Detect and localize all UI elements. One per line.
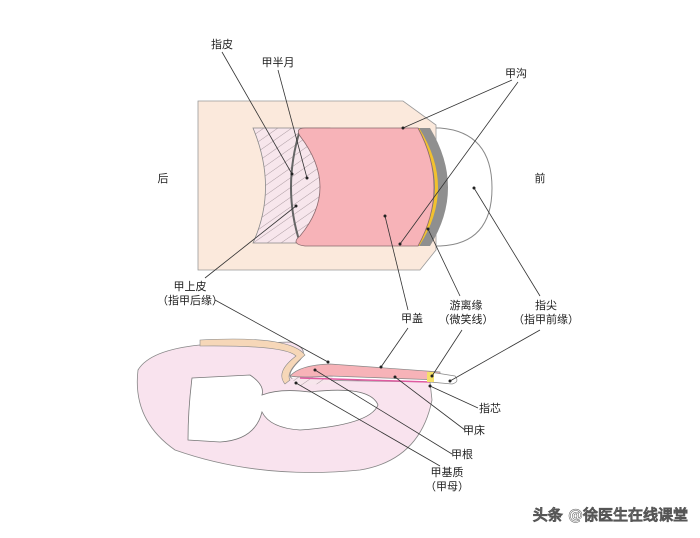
label-front: 前 [535,171,546,185]
label-back: 后 [158,172,169,185]
label-hyponychium: 指芯 [479,401,501,415]
label-nail-root: 甲根 [451,447,473,461]
yellow-edge [427,372,434,382]
nail-bed-line [299,377,431,383]
free-edge-yellow [416,128,438,246]
finger-top-view [197,100,493,271]
label-lunula: 甲半月 [262,55,295,69]
label-fingertip-note: （指甲前缘） [513,312,579,326]
label-nail-bed: 甲床 [463,423,485,437]
label-free-edge-note: （微笑线） [439,312,494,326]
label-nail-groove: 甲沟 [505,67,527,80]
label-fingertip: 指尖 [535,298,557,312]
label-matrix: 甲基质 [431,466,464,479]
skin-layer [199,338,306,385]
label-nail-plate: 甲盖 [401,311,423,325]
label-eponychium-note: （指甲后缘） [157,293,223,307]
nail-plate [295,127,435,247]
label-matrix-note: （甲母） [425,480,469,493]
label-cuticle: 指皮 [211,37,233,51]
label-eponychium: 甲上皮 [174,280,207,293]
leader-lines [204,51,541,467]
watermark: 头条 @徐医生在线课堂 [533,506,688,524]
bone [187,374,379,443]
label-free-edge: 游离缘 [450,298,483,312]
lunula-edge [290,129,301,244]
finger-side-view [136,338,458,473]
free-edge-side [429,371,458,385]
